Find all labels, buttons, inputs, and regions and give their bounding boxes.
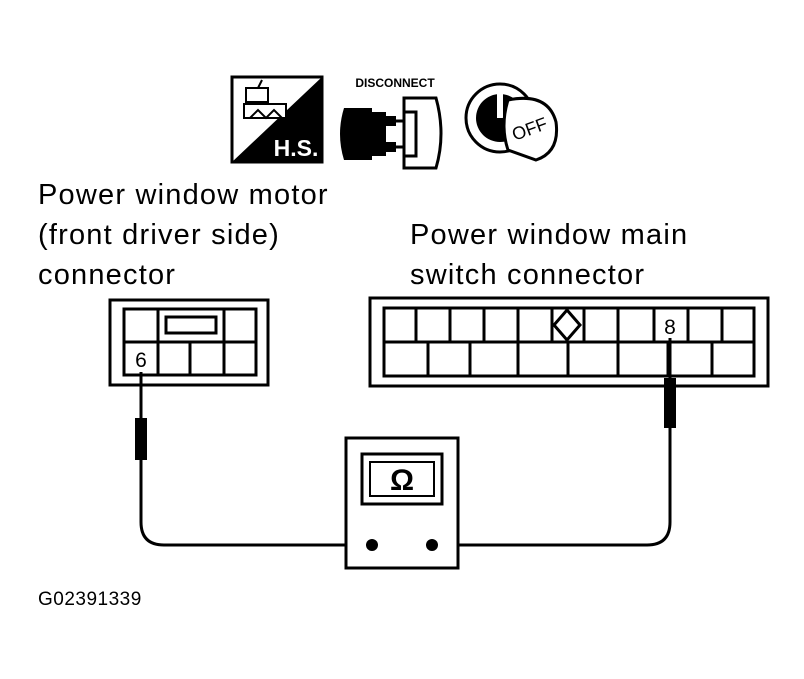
motor-label-line-1: Power window motor bbox=[38, 179, 329, 211]
motor-connector: 6 bbox=[108, 298, 270, 387]
disconnect-icon: DISCONNECT bbox=[340, 76, 443, 170]
ohm-symbol: Ω bbox=[390, 464, 414, 497]
disconnect-label: DISCONNECT bbox=[355, 76, 435, 90]
meter-terminal-right bbox=[426, 539, 438, 551]
switch-pin-8: 8 bbox=[664, 316, 676, 339]
motor-pin-6: 6 bbox=[135, 349, 147, 372]
right-probe bbox=[432, 338, 676, 547]
switch-connector: 8 bbox=[368, 296, 770, 388]
switch-label-line-2: switch connector bbox=[410, 259, 645, 291]
switch-connector-label: Power window main switch connector bbox=[410, 219, 688, 291]
left-probe bbox=[135, 372, 372, 547]
ohmmeter: Ω bbox=[344, 436, 460, 570]
switch-label-line-1: Power window main bbox=[410, 219, 688, 251]
motor-label-line-3: connector bbox=[38, 259, 176, 291]
harness-side-icon: H.S. bbox=[230, 75, 324, 164]
ignition-off-icon: OFF bbox=[464, 82, 559, 162]
meter-terminal-left bbox=[366, 539, 378, 551]
figure-code: G02391339 bbox=[38, 589, 142, 610]
motor-connector-label: Power window motor (front driver side) c… bbox=[38, 179, 329, 291]
motor-label-line-2: (front driver side) bbox=[38, 219, 280, 251]
hs-label: H.S. bbox=[274, 135, 319, 161]
